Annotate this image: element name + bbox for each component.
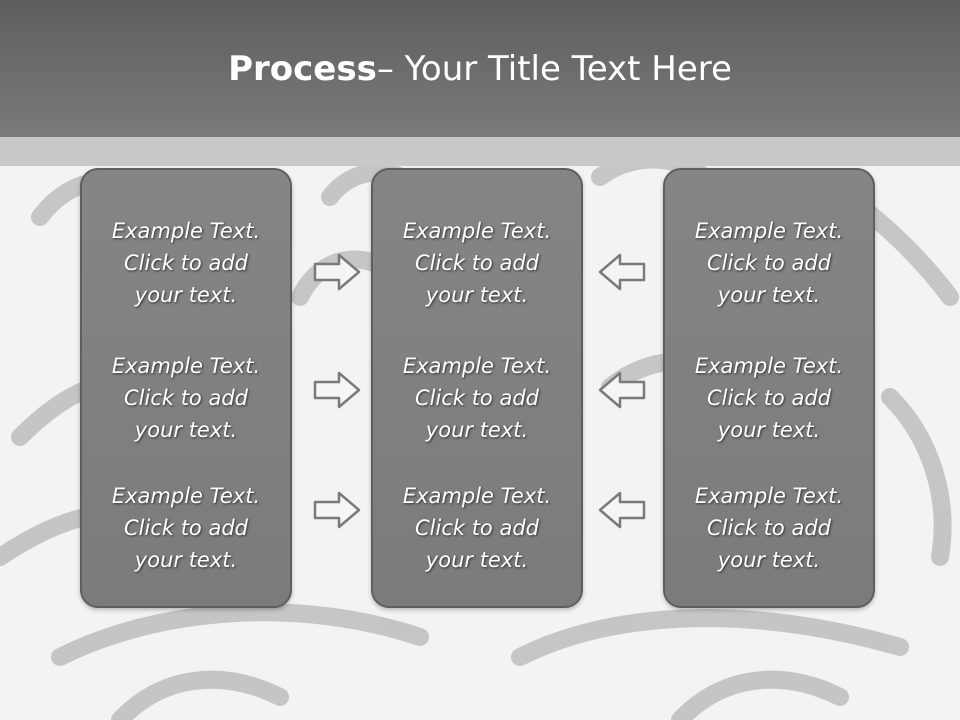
text-line: your text. — [425, 548, 529, 572]
arrow-right-icon[interactable] — [313, 371, 361, 409]
text-line: your text. — [717, 283, 821, 307]
text-line: Click to add — [414, 386, 539, 410]
text-line: Example Text. — [111, 484, 261, 508]
text-line: Click to add — [414, 516, 539, 540]
text-line: your text. — [425, 283, 529, 307]
text-line: Example Text. — [694, 354, 844, 378]
text-line: Example Text. — [402, 354, 552, 378]
text-line: your text. — [717, 548, 821, 572]
process-panel-middle[interactable]: Example Text. Click to add your text. Ex… — [371, 168, 583, 608]
text-line: your text. — [425, 418, 529, 442]
text-block[interactable]: Example Text. Click to add your text. — [373, 215, 581, 311]
text-line: Example Text. — [111, 219, 261, 243]
arrow-right-icon[interactable] — [313, 491, 361, 529]
text-line: Example Text. — [694, 219, 844, 243]
text-line: Click to add — [123, 516, 248, 540]
text-line: your text. — [134, 283, 238, 307]
text-line: your text. — [717, 418, 821, 442]
arrow-left-icon[interactable] — [598, 253, 646, 291]
slide-title-bar: Process – Your Title Text Here — [0, 0, 960, 137]
text-block[interactable]: Example Text. Click to add your text. — [665, 480, 873, 576]
text-line: Click to add — [706, 516, 831, 540]
text-line: Example Text. — [402, 219, 552, 243]
text-line: Click to add — [123, 386, 248, 410]
process-panel-left[interactable]: Example Text. Click to add your text. Ex… — [80, 168, 292, 608]
text-line: Click to add — [706, 251, 831, 275]
arrow-left-icon[interactable] — [598, 491, 646, 529]
arrow-right-icon[interactable] — [313, 253, 361, 291]
text-line: Example Text. — [402, 484, 552, 508]
text-block[interactable]: Example Text. Click to add your text. — [373, 480, 581, 576]
text-line: your text. — [134, 418, 238, 442]
title-rest-part[interactable]: – Your Title Text Here — [376, 48, 732, 89]
text-block[interactable]: Example Text. Click to add your text. — [82, 215, 290, 311]
text-line: Example Text. — [694, 484, 844, 508]
arrow-left-icon[interactable] — [598, 371, 646, 409]
text-line: Click to add — [706, 386, 831, 410]
title-accent-band — [0, 137, 960, 166]
text-block[interactable]: Example Text. Click to add your text. — [373, 350, 581, 446]
text-block[interactable]: Example Text. Click to add your text. — [665, 350, 873, 446]
process-panel-right[interactable]: Example Text. Click to add your text. Ex… — [663, 168, 875, 608]
text-block[interactable]: Example Text. Click to add your text. — [82, 480, 290, 576]
text-block[interactable]: Example Text. Click to add your text. — [665, 215, 873, 311]
title-bold-part[interactable]: Process — [228, 48, 377, 89]
text-line: your text. — [134, 548, 238, 572]
text-line: Click to add — [414, 251, 539, 275]
text-line: Example Text. — [111, 354, 261, 378]
text-block[interactable]: Example Text. Click to add your text. — [82, 350, 290, 446]
text-line: Click to add — [123, 251, 248, 275]
